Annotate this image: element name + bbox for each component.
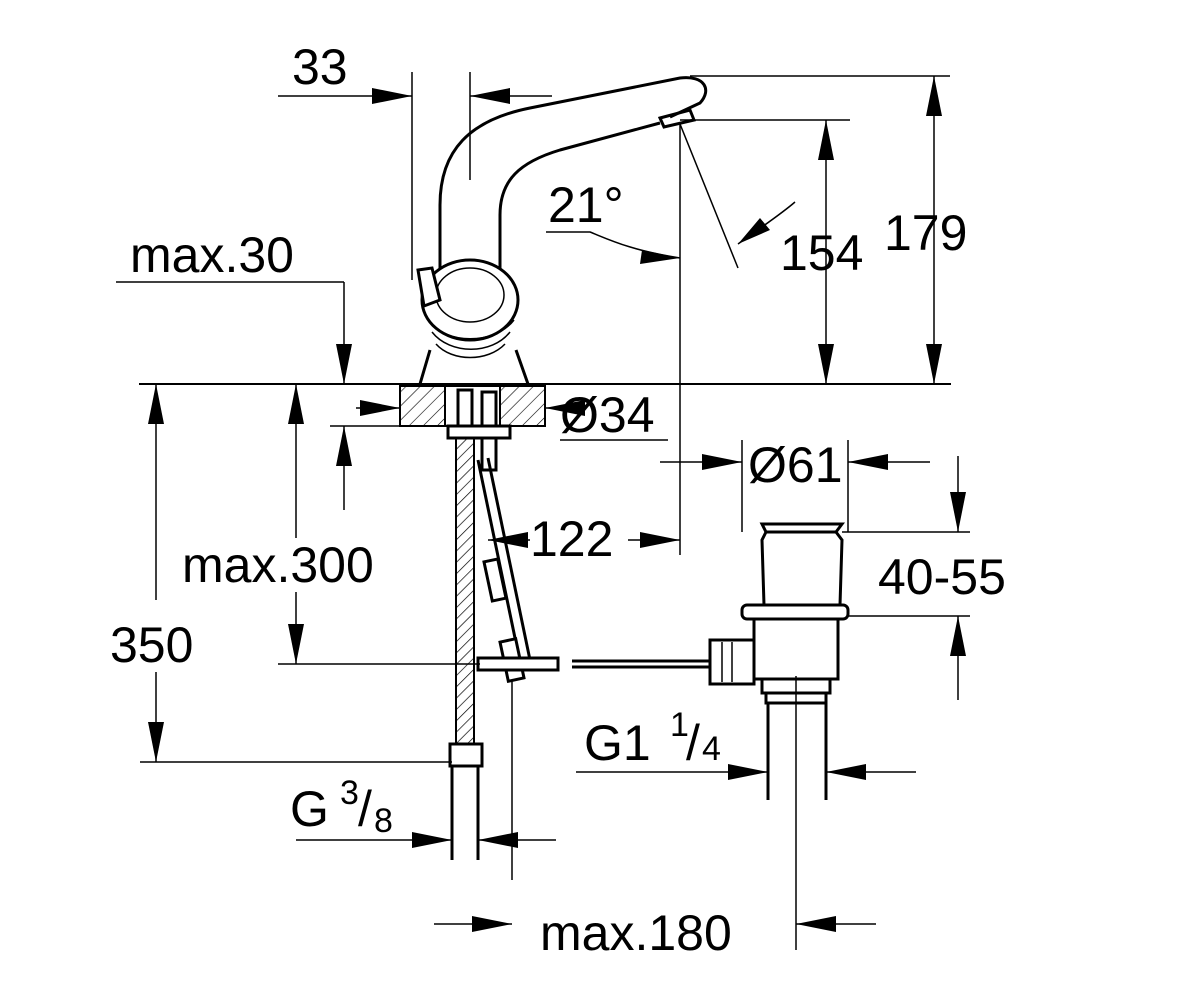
label-tail-length: max.300: [182, 537, 374, 593]
label-waste-thread-num: 1: [670, 706, 689, 744]
label-angle: 21°: [548, 177, 624, 233]
label-supply-thread-slash: /: [358, 781, 372, 837]
label-waste-thread-den: 4: [702, 730, 721, 768]
label-waste-diameter: Ø61: [748, 437, 843, 493]
label-max-deck: max.30: [130, 227, 294, 283]
label-waste-thread: G1: [584, 715, 651, 771]
label-outlet-height: 154: [780, 225, 863, 281]
dimensions: [116, 72, 970, 932]
pop-up-waste: [708, 522, 850, 950]
pull-rod: [476, 457, 710, 880]
label-total-height: 179: [884, 205, 967, 261]
faucet-body: [416, 76, 708, 385]
knob: [416, 266, 442, 309]
label-pullrod-max: max.180: [540, 905, 732, 961]
label-projection: 122: [530, 511, 613, 567]
label-under-deck: 350: [110, 617, 193, 673]
label-waste-thread-slash: /: [686, 715, 700, 771]
label-hole-diameter: Ø34: [560, 387, 655, 443]
label-supply-thread-num: 3: [340, 774, 359, 812]
label-spout-offset: 33: [292, 39, 348, 95]
label-waste-adjust: 40-55: [878, 549, 1006, 605]
label-supply-thread-den: 8: [374, 802, 393, 840]
supply-hose: [448, 437, 484, 860]
label-supply-thread: G: [290, 781, 329, 837]
